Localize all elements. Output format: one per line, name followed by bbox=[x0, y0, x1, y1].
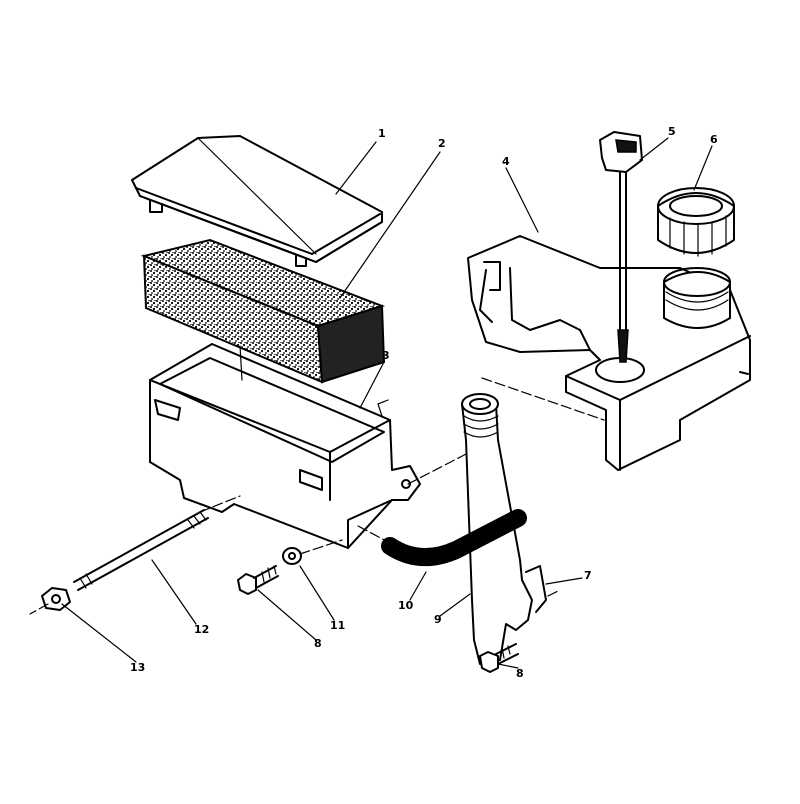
callout-part-9: 9 bbox=[434, 613, 442, 626]
screw-left bbox=[237, 565, 279, 595]
callout-part-8-right: 8 bbox=[516, 667, 524, 680]
hose bbox=[381, 509, 527, 567]
long-bolt bbox=[73, 509, 209, 591]
leader-lines bbox=[61, 137, 713, 669]
filler-neck bbox=[663, 267, 731, 329]
callout-part-4: 4 bbox=[502, 155, 510, 168]
callout-part-6: 6 bbox=[710, 133, 718, 146]
callout-part-12: 12 bbox=[194, 623, 210, 636]
screw-right bbox=[479, 643, 519, 673]
foam-filter-element bbox=[140, 238, 386, 384]
callout-part-1: 1 bbox=[378, 127, 386, 140]
air-filter-base bbox=[149, 343, 421, 549]
callout-part-13: 13 bbox=[130, 661, 146, 674]
fuel-cap bbox=[657, 187, 735, 257]
callout-part-11: 11 bbox=[330, 619, 346, 632]
callout-part-8-left: 8 bbox=[314, 637, 322, 650]
fuel-tank bbox=[467, 235, 751, 471]
callout-part-10: 10 bbox=[398, 599, 414, 612]
air-filter-cover bbox=[131, 135, 383, 267]
washer bbox=[282, 547, 302, 565]
assembly-lines bbox=[29, 377, 605, 615]
callout-part-5: 5 bbox=[668, 125, 676, 138]
callout-part-3: 3 bbox=[382, 349, 390, 362]
callout-part-2: 2 bbox=[438, 137, 446, 150]
callout-part-7: 7 bbox=[584, 569, 592, 582]
dipstick bbox=[599, 131, 643, 363]
